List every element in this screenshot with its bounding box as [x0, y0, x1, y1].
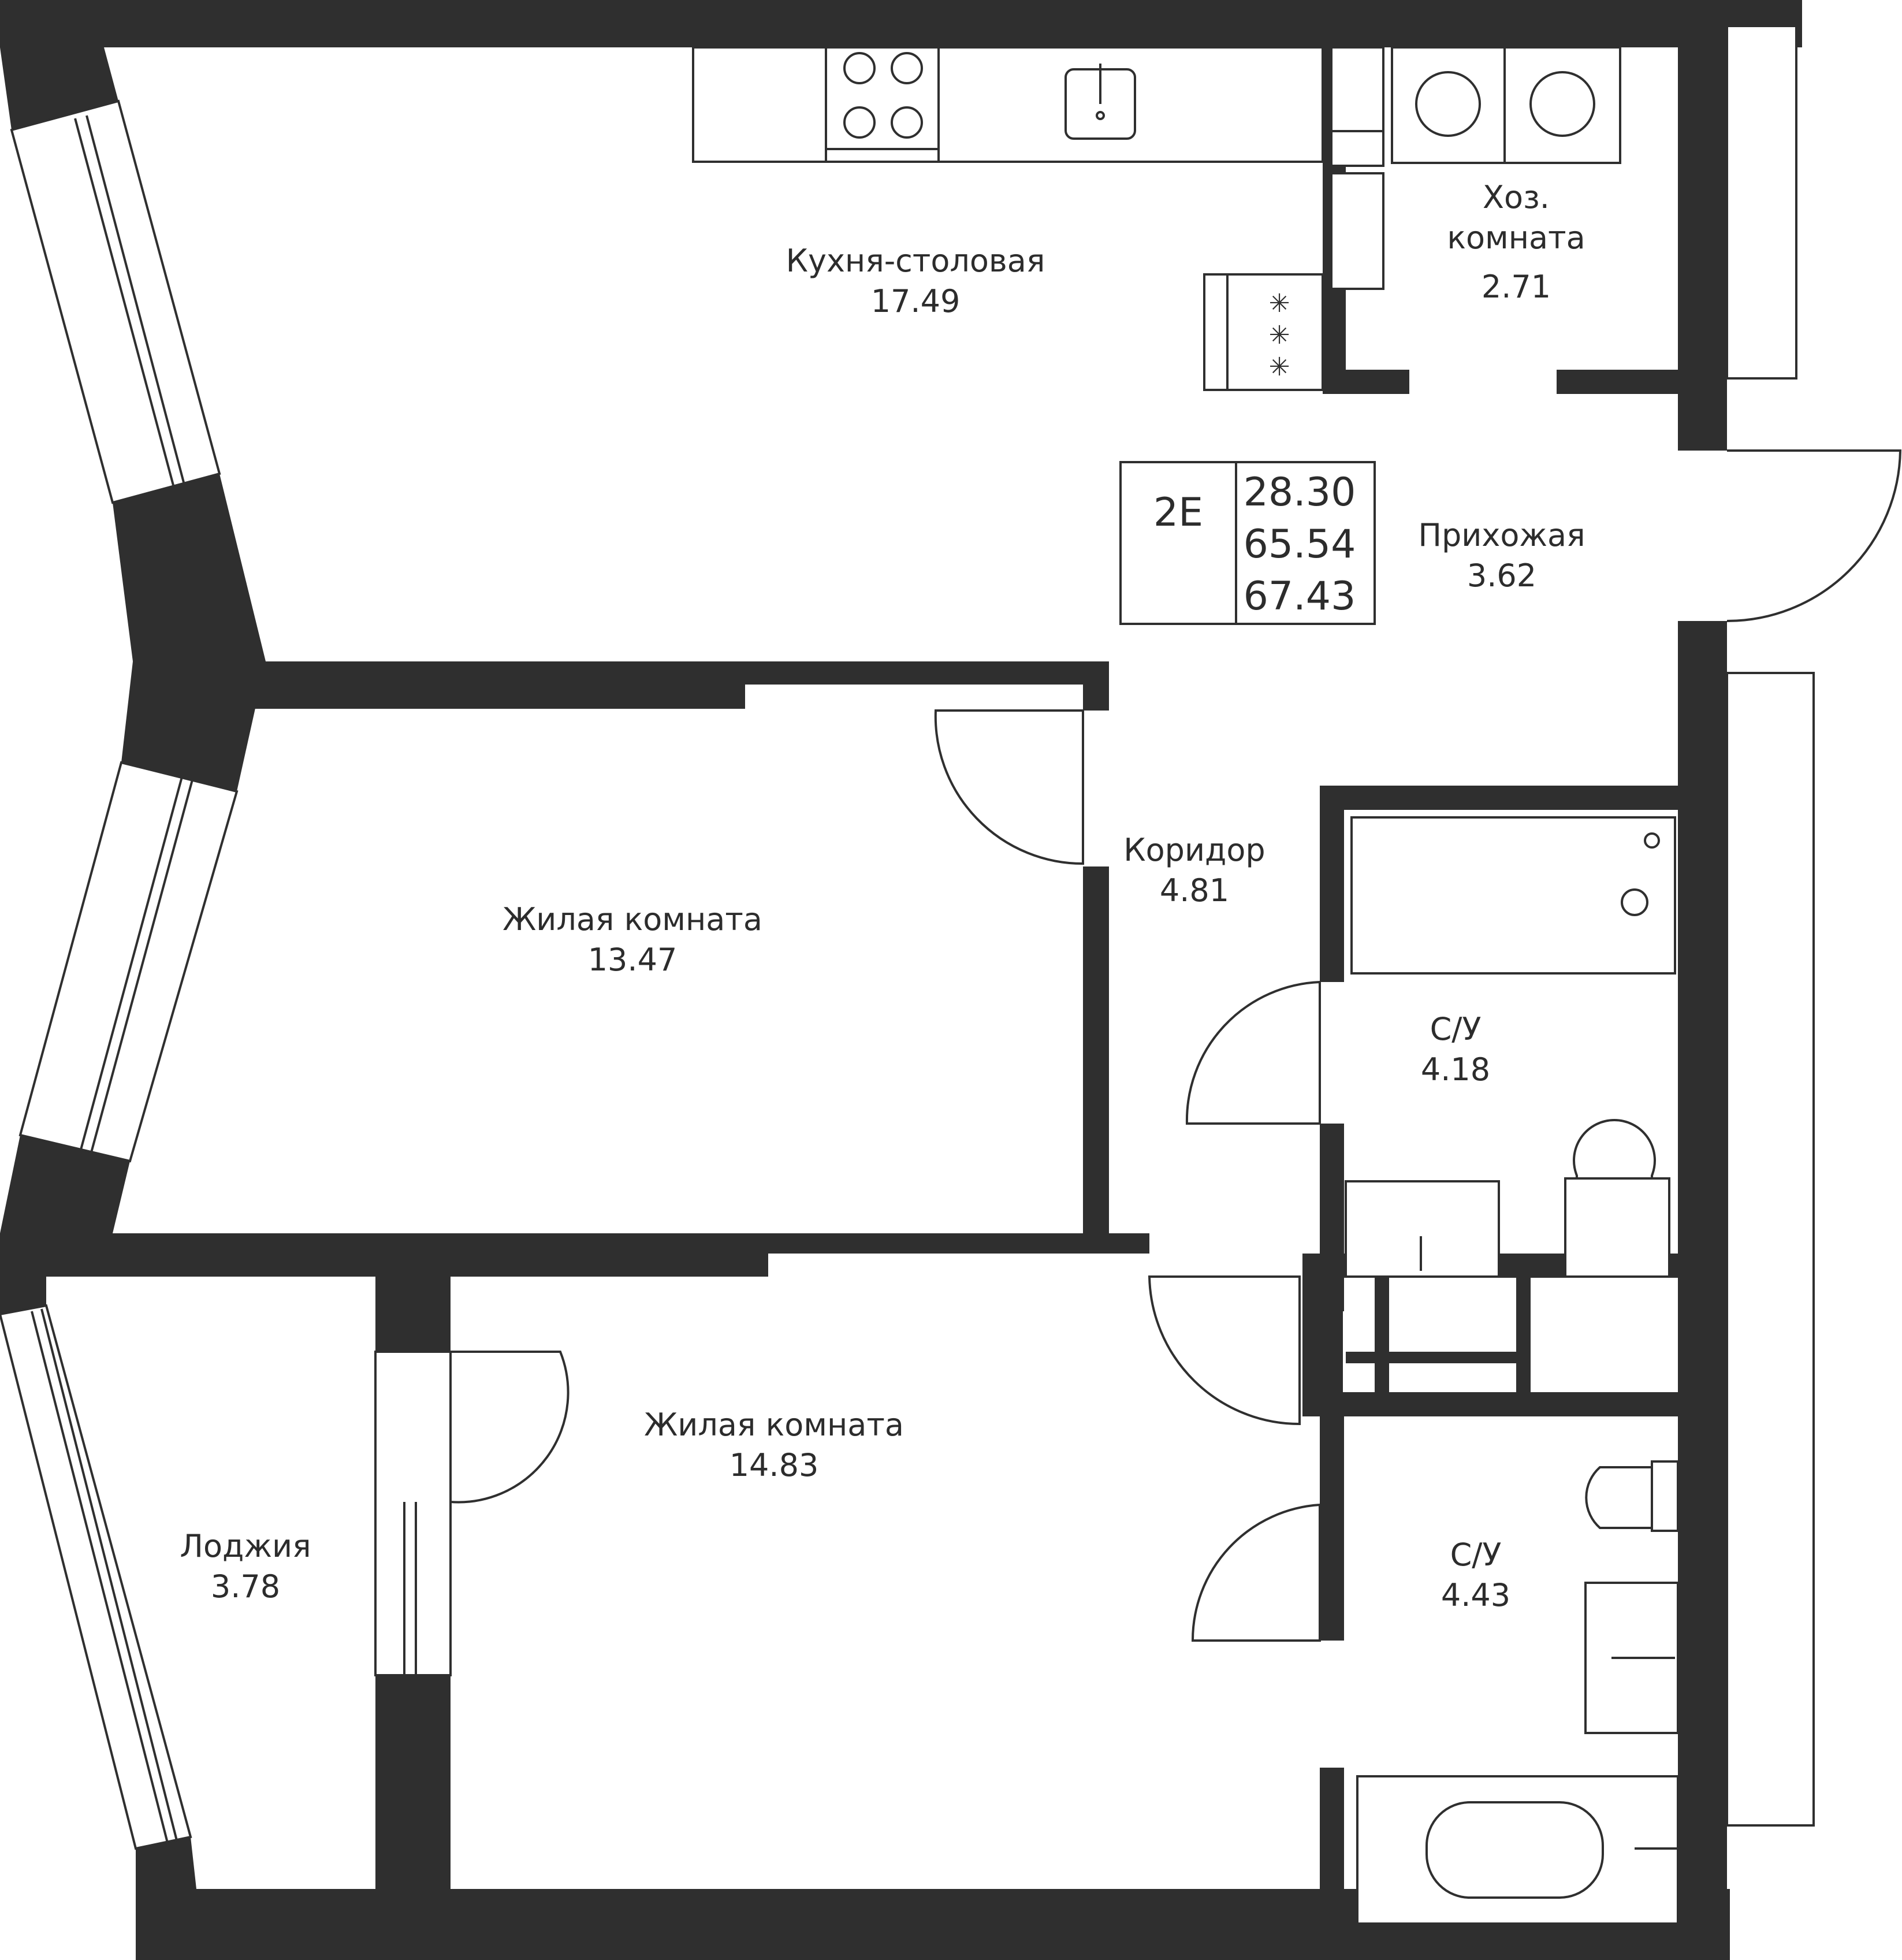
right-frame-top — [1726, 25, 1797, 380]
wall-left-top-pier — [0, 47, 118, 130]
svg-text:✳: ✳ — [1269, 289, 1290, 318]
wall-left-mid-pier — [113, 474, 266, 661]
wall-loggia-bottom-left — [136, 1837, 196, 1895]
room-name-loggia: Лоджия — [180, 1528, 311, 1564]
wall-left-mid-pier-2 — [121, 661, 266, 791]
apartment-type: 2E — [1153, 490, 1203, 535]
room-area-living2: 14.83 — [729, 1447, 819, 1483]
door-loggia — [449, 1351, 570, 1504]
wall-left-low-pier — [0, 1135, 130, 1233]
wall-bath1-left-upper — [1320, 786, 1344, 982]
wall-kitchen-living1-notch — [745, 685, 1109, 709]
wall-shaft-mid — [1346, 1352, 1519, 1363]
wall-loggia-bottom-pier — [375, 1675, 451, 1918]
windows — [0, 25, 1815, 1850]
toilet-icon — [1564, 1119, 1670, 1278]
room-name-bath1: С/У — [1430, 1011, 1482, 1047]
room-name-hall: Прихожая — [1418, 517, 1585, 553]
room-name-corridor: Коридор — [1123, 832, 1265, 868]
window-kitchen-frame-2 — [85, 115, 185, 483]
wall-living1-corridor — [1083, 866, 1109, 1254]
wall-bath2-left-lower — [1320, 1768, 1344, 1924]
room-name-kitchen: Кухня-столовая — [786, 243, 1045, 279]
wall-shaft-divider-2 — [1516, 1278, 1531, 1393]
door-entrance — [1726, 449, 1902, 622]
room-area-kitchen: 17.49 — [871, 283, 961, 319]
wall-top — [0, 0, 1802, 47]
apartment-info-box: 2E 28.30 65.54 67.43 — [1119, 461, 1376, 625]
room-area-utility: 2.71 — [1482, 269, 1551, 305]
wall-bath1-top — [1320, 786, 1684, 810]
utility-shelf-1 — [1330, 46, 1384, 132]
toilet-2-icon — [1585, 1460, 1679, 1532]
room-name-utility-2: комната — [1447, 220, 1585, 256]
wall-shaft-divider — [1375, 1278, 1389, 1393]
wall-utility-bottom-left — [1323, 370, 1409, 394]
window-kitchen-frame — [74, 118, 174, 486]
room-name-utility-1: Хоз. — [1483, 179, 1550, 215]
wall-corridor-right-stub — [1302, 1254, 1326, 1323]
wall-loggia-top-pier — [375, 1277, 451, 1352]
room-area-corridor: 4.81 — [1160, 872, 1229, 909]
washing-machine-icon — [1391, 46, 1506, 164]
doors — [449, 449, 1902, 1642]
window-loggia — [0, 1304, 192, 1850]
window-kitchen — [10, 99, 221, 504]
wall-bottom-thick — [451, 1924, 1326, 1960]
wall-corridor-stub — [1083, 661, 1109, 711]
bathtub-icon — [1350, 816, 1676, 975]
kitchen-sink-icon — [1064, 64, 1136, 140]
wall-bath2-left-upper — [1320, 1415, 1344, 1641]
bath1-sink-icon — [1345, 1180, 1500, 1278]
room-area-loggia: 3.78 — [211, 1568, 280, 1605]
wall-shaft-bottom — [1302, 1392, 1681, 1416]
wall-l1l2-notch — [768, 1254, 1149, 1277]
stove-icon — [825, 46, 940, 163]
bathtub-2-icon — [1356, 1775, 1679, 1925]
area-value-1: 28.30 — [1244, 470, 1356, 515]
window-loggia-frame-2 — [40, 1308, 178, 1841]
room-name-living1: Жилая комната — [503, 901, 762, 938]
door-bath2 — [1191, 1503, 1321, 1642]
room-area-bath1: 4.18 — [1421, 1051, 1490, 1088]
info-box-frame — [1119, 461, 1376, 625]
dryer-icon — [1503, 46, 1621, 164]
room-name-bath2: С/У — [1450, 1537, 1502, 1573]
room-area-bath2: 4.43 — [1441, 1577, 1510, 1613]
room-labels: Кухня-столовая 17.49 Хоз. комната 2.71 П… — [180, 179, 1585, 1613]
utility-shelf-3 — [1330, 172, 1384, 290]
loggia-door-frame — [374, 1351, 452, 1676]
room-name-living2: Жилая комната — [644, 1407, 904, 1443]
door-living2 — [1148, 1275, 1301, 1426]
fridge-icon: ✳ ✳ ✳ — [1203, 273, 1324, 391]
utility-shelf-2 — [1330, 130, 1384, 167]
fixtures: ✳ ✳ ✳ — [692, 46, 1679, 1925]
wall-right-top — [1678, 0, 1727, 451]
window-living1-frame-2 — [90, 779, 193, 1153]
door-living1 — [934, 709, 1084, 865]
wall-utility-bottom-right — [1557, 370, 1681, 394]
room-area-living1: 13.47 — [588, 942, 678, 978]
room-area-hall: 3.62 — [1467, 557, 1536, 594]
svg-text:✳: ✳ — [1269, 321, 1290, 350]
wall-right-lower — [1678, 621, 1727, 1960]
walls — [0, 0, 1802, 1960]
right-frame-lower — [1726, 672, 1815, 1827]
window-living1-frame — [80, 776, 183, 1150]
wall-left-low-corner — [0, 1233, 46, 1314]
kitchen-counter — [692, 46, 1324, 163]
bath2-sink-icon — [1584, 1582, 1679, 1734]
area-value-2: 65.54 — [1244, 522, 1356, 567]
door-bath1 — [1185, 980, 1321, 1125]
window-loggia-frame — [31, 1311, 169, 1843]
svg-text:✳: ✳ — [1269, 352, 1290, 382]
area-value-3: 67.43 — [1244, 574, 1356, 619]
window-living1 — [18, 761, 239, 1163]
